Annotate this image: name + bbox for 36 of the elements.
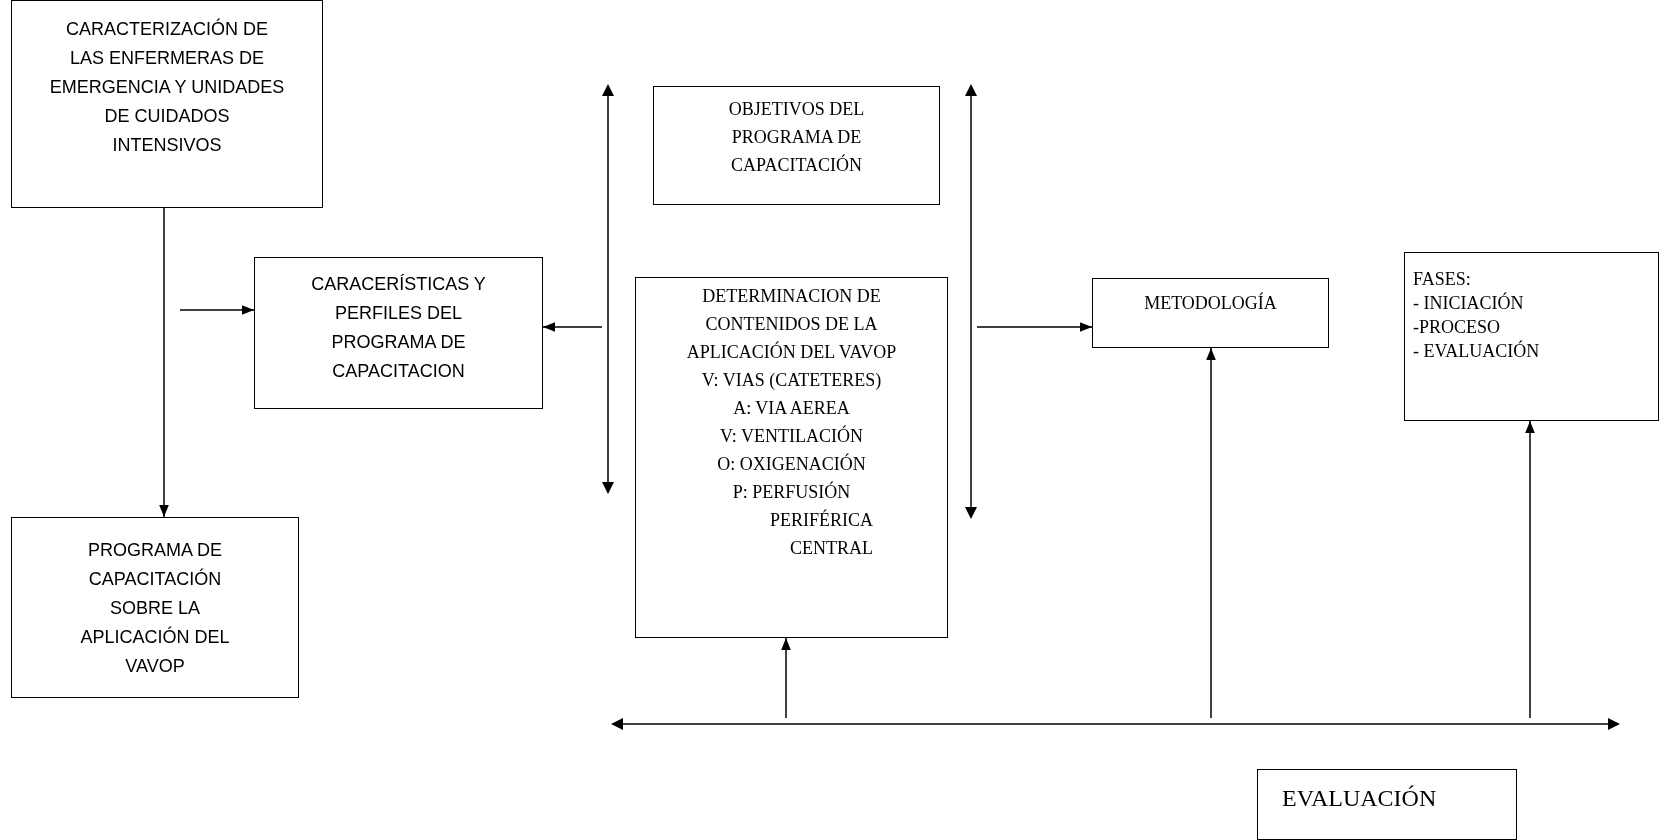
box-text: PROGRAMA DE CAPACITACIÓN SOBRE LA APLICACIÓN DEL VAVOP bbox=[79, 539, 231, 678]
arrow bbox=[159, 207, 169, 518]
box-text: O: OXIGENACIÓN bbox=[717, 452, 866, 476]
box-text: DETERMINACION DE CONTENIDOS DE LA APLICACIÓN DEL VAVOP bbox=[685, 285, 898, 364]
process-box bbox=[635, 277, 948, 638]
arrow bbox=[542, 322, 603, 332]
box-text: - EVALUACIÓN bbox=[1413, 339, 1540, 363]
double-arrow-bar bbox=[611, 718, 1620, 730]
box-text: CARACERÍSTICAS Y PERFILES DEL PROGRAMA DE CAPACITACION bbox=[310, 273, 487, 383]
arrow bbox=[781, 637, 791, 719]
box-text: V: VENTILACIÓN bbox=[720, 424, 863, 448]
process-box bbox=[11, 0, 323, 208]
box-text: V: VIAS (CATETERES) bbox=[701, 369, 882, 392]
box-text: -PROCESO bbox=[1413, 316, 1501, 339]
process-box bbox=[1092, 278, 1329, 348]
box-text: CARACTERIZACIÓN DE LAS ENFERMERAS DE EMERGENCIA Y UNIDADES DE CUIDADOS INTENSIVOS bbox=[48, 17, 286, 157]
process-box bbox=[1404, 252, 1659, 421]
box-text: - INICIACIÓN bbox=[1413, 291, 1524, 315]
box-text: A: VIA AEREA bbox=[733, 397, 850, 420]
process-box bbox=[11, 517, 299, 698]
arrow bbox=[1525, 420, 1535, 719]
arrow bbox=[1206, 347, 1216, 719]
box-text: PERIFÉRICA bbox=[769, 508, 873, 532]
box-text: METODOLOGÍA bbox=[1144, 291, 1277, 315]
double-arrow-bar bbox=[602, 84, 614, 494]
box-text: OBJETIVOS DEL PROGRAMA DE CAPACITACIÓN bbox=[727, 98, 866, 177]
box-text: P: PERFUSIÓN bbox=[732, 480, 851, 504]
process-box bbox=[1257, 769, 1517, 840]
double-arrow-bar bbox=[965, 84, 977, 519]
box-text: FASES: bbox=[1413, 268, 1471, 291]
box-text: CENTRAL bbox=[789, 537, 873, 560]
arrow bbox=[179, 305, 255, 315]
process-box bbox=[653, 86, 940, 205]
box-text: EVALUACIÓN bbox=[1282, 784, 1437, 812]
process-box bbox=[254, 257, 543, 409]
arrow bbox=[976, 322, 1093, 332]
